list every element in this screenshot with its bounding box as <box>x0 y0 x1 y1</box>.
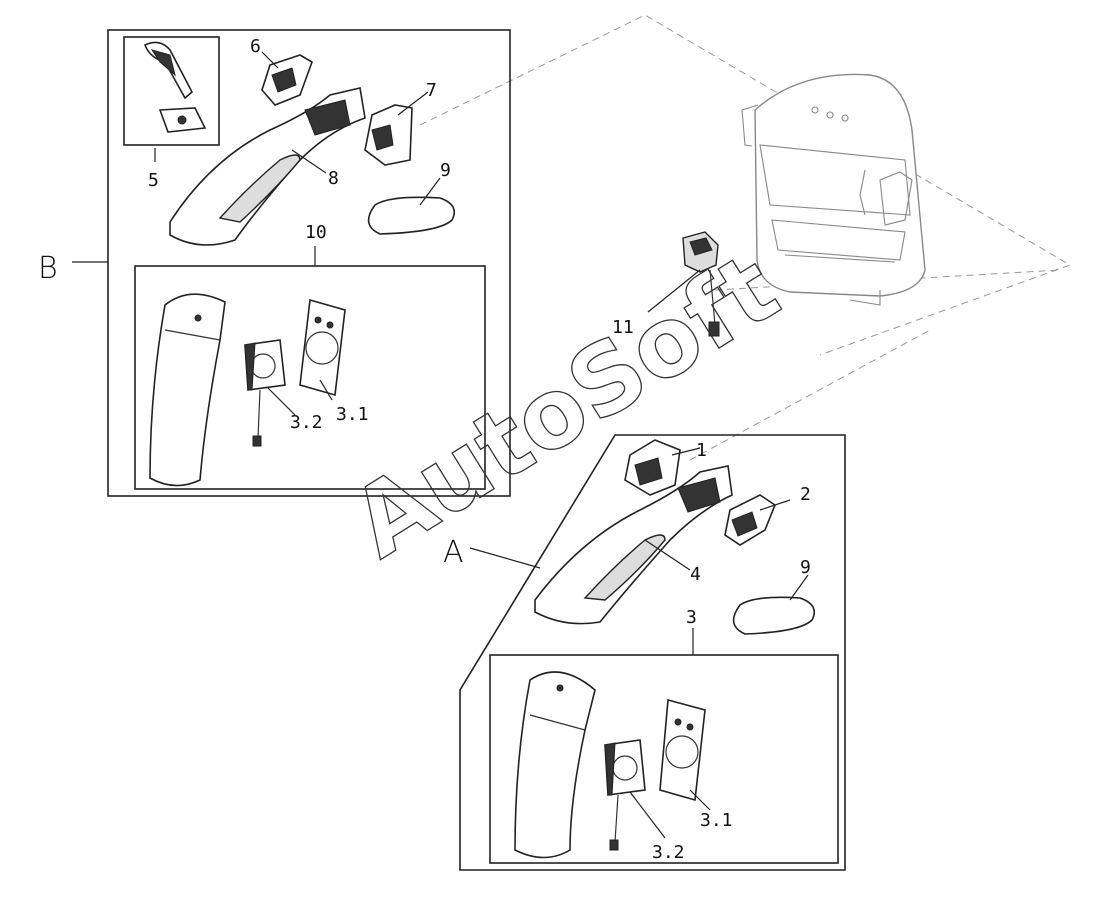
part-9-label-b: 9 <box>440 160 451 181</box>
part-4-label: 4 <box>690 564 701 585</box>
part-9-glass-a <box>732 596 816 635</box>
part-9-glass-b <box>367 196 456 235</box>
part-3-1-label-a: 3.1 <box>700 810 733 831</box>
part-9-label-a: 9 <box>800 557 811 578</box>
bus-illustration <box>741 73 926 306</box>
part-6-bracket <box>261 54 313 106</box>
part-11-label: 11 <box>612 317 634 338</box>
part-2-bracket <box>724 494 776 546</box>
part-4-arm <box>534 465 733 625</box>
part-6-label: 6 <box>250 36 261 57</box>
part-1-bracket <box>624 439 681 496</box>
part-3-1-plate-a <box>659 698 706 802</box>
leader-lines <box>154 51 809 839</box>
part-3-label: 3 <box>686 607 697 628</box>
part-8-arm <box>169 87 366 246</box>
part-10-mirror-head <box>149 293 226 487</box>
view-a-label: A <box>443 535 464 570</box>
part-11-mount <box>682 231 720 337</box>
view-b-label: B <box>38 251 58 286</box>
part-8-label: 8 <box>328 168 339 189</box>
view-a-frame <box>459 434 846 871</box>
part-3-mirror-head <box>514 671 596 859</box>
part-3-2-motor-a <box>604 739 646 851</box>
callout-labels: B A 5 6 7 8 9 10 11 3.1 3.2 1 2 4 9 3 3.… <box>38 36 811 863</box>
part-3-2-motor-b <box>244 339 286 447</box>
part-5-label: 5 <box>148 170 159 191</box>
part-3-2-label-a: 3.2 <box>652 842 685 863</box>
part-2-label: 2 <box>800 484 811 505</box>
part-7-bracket <box>364 104 413 166</box>
part-5-arm <box>143 41 207 133</box>
part-3-1-plate-b <box>299 298 346 397</box>
part-3-1-label-b: 3.1 <box>336 404 369 425</box>
view-b-frame <box>72 29 511 497</box>
part-10-label: 10 <box>305 222 327 243</box>
part-7-label: 7 <box>426 80 437 101</box>
part-3-2-label-b: 3.2 <box>290 412 323 433</box>
part-1-label: 1 <box>696 440 707 461</box>
